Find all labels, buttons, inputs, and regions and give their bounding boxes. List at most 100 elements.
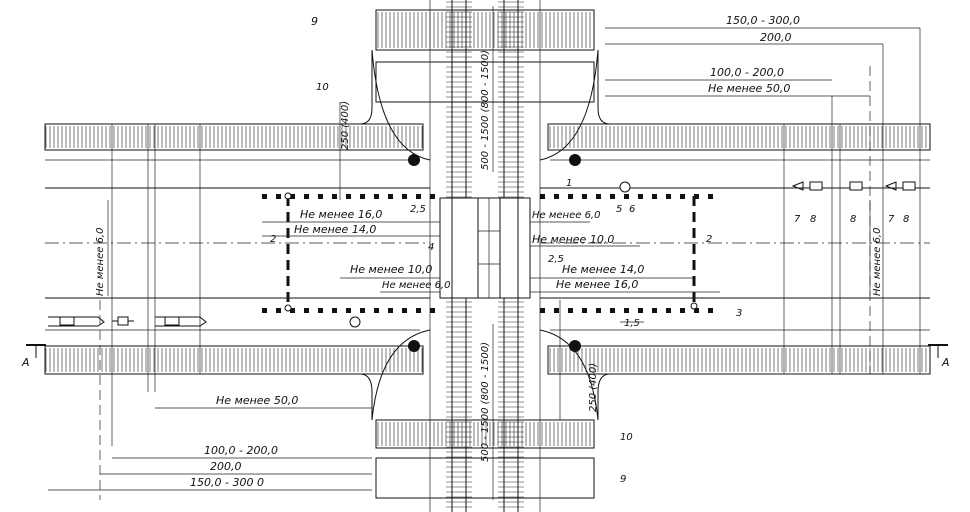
barrier-dot-lines: [262, 194, 713, 313]
barrier-dot: [596, 194, 601, 199]
dim-right-10: Не менее 10,0: [532, 233, 614, 246]
barrier-dot: [666, 308, 671, 313]
section-label-right: A: [941, 356, 950, 369]
dim-upper-track: 500 - 1500 (800 - 1500): [480, 50, 491, 170]
callout-2-right: 2: [706, 234, 712, 245]
dim-top-right-2: 200,0: [760, 31, 792, 44]
road-signs: [48, 181, 916, 327]
dim-left-16: Не менее 16,0: [300, 208, 382, 221]
callout-9-bottom: 9: [620, 474, 626, 485]
barrier-dot: [554, 194, 559, 199]
callout-5: 5: [616, 204, 622, 215]
barrier-dot: [304, 308, 309, 313]
callout-10-top: 10: [316, 82, 329, 93]
barrier-dot: [554, 308, 559, 313]
barrier-dot: [360, 308, 365, 313]
barrier-dot: [374, 194, 379, 199]
barrier-dot: [402, 308, 407, 313]
barrier-dot: [680, 194, 685, 199]
barrier-dot: [290, 308, 295, 313]
callout-3: 3: [736, 308, 742, 319]
dim-bottom-left-1: Не менее 50,0: [216, 394, 298, 407]
callout-6: 6: [629, 204, 635, 215]
figure-number: 9: [311, 15, 318, 28]
barrier-dot: [388, 308, 393, 313]
barrier-dot: [582, 194, 587, 199]
dim-bottom-left-2: 100,0 - 200,0: [204, 444, 278, 457]
barrier-dot: [624, 308, 629, 313]
barrier-dot: [638, 194, 643, 199]
dim-bottom-left-4: 150,0 - 300 0: [190, 476, 264, 489]
barrier-dot: [624, 194, 629, 199]
callout-1: 1: [566, 178, 572, 189]
dimension-lines: [48, 6, 920, 500]
barrier-dot: [652, 308, 657, 313]
callout-2-left: 2: [270, 234, 276, 245]
barrier-dot: [610, 194, 615, 199]
barrier-right: [690, 196, 698, 310]
callout-numbers: 10 2 2 1 5 6 4 3 7 8 8 7 8 10 9: [270, 82, 909, 485]
barrier-dot: [666, 194, 671, 199]
barrier-dot: [638, 308, 643, 313]
barrier-dot: [262, 308, 267, 313]
barrier-dot: [318, 308, 323, 313]
section-label-left: A: [21, 356, 30, 369]
vertical-lines: [99, 28, 921, 500]
dim-lower-track: 500 - 1500 (800 - 1500): [480, 342, 491, 462]
barrier-dot: [388, 194, 393, 199]
dim-bottom-left-3: 200,0: [210, 460, 242, 473]
dim-offset-15: 1,5: [624, 318, 640, 329]
barrier-dot: [568, 194, 573, 199]
rail-embankment-bottom: [375, 419, 595, 499]
barrier-dot: [360, 194, 365, 199]
dim-top-right-4: Не менее 50,0: [708, 82, 790, 95]
dim-top-right-1: 150,0 - 300,0: [726, 14, 800, 27]
dim-offset-25-bottom: 2,5: [548, 254, 564, 265]
crossing-deck: [439, 197, 531, 299]
barrier-dot: [304, 194, 309, 199]
callout-8-a: 8: [810, 214, 816, 225]
barrier-dot: [610, 308, 615, 313]
barrier-dot: [416, 308, 421, 313]
dim-right-16: Не менее 16,0: [556, 278, 638, 291]
barrier-dot: [416, 194, 421, 199]
dim-lower-vertical-250: 250 (400): [588, 363, 599, 412]
section-mark: A A: [21, 344, 950, 369]
embankment-lower-left: [44, 345, 424, 375]
barrier-dot: [346, 194, 351, 199]
barrier-dot: [680, 308, 685, 313]
barrier-dot: [708, 308, 713, 313]
barrier-dot: [708, 194, 713, 199]
rail-embankment-top: [375, 9, 595, 103]
barrier-dot: [582, 308, 587, 313]
signal-lights: [349, 154, 631, 352]
barrier-dot: [318, 194, 323, 199]
barrier-dot: [596, 308, 601, 313]
dim-left-6: Не менее 6,0: [382, 280, 450, 291]
barrier-dot: [402, 194, 407, 199]
barrier-left: [284, 192, 292, 312]
road-lines: [45, 159, 930, 331]
barrier-dot: [540, 194, 545, 199]
barrier-dot: [276, 194, 281, 199]
embankment-upper-left: [44, 123, 424, 151]
dim-left-10: Не менее 10,0: [350, 263, 432, 276]
dim-top-right-3: 100,0 - 200,0: [710, 66, 784, 79]
barrier-dot: [276, 308, 281, 313]
road-width-right: Не менее 6,0: [872, 228, 883, 296]
barrier-dot: [290, 194, 295, 199]
callout-8-c: 8: [903, 214, 909, 225]
dim-right-14: Не менее 14,0: [562, 263, 644, 276]
embankment-lower-right: [547, 345, 931, 375]
barrier-dot: [262, 194, 267, 199]
dim-upper-vertical-250: 250 (400): [340, 101, 351, 150]
callout-4: 4: [428, 242, 434, 253]
callout-8-b: 8: [850, 214, 856, 225]
barrier-dot: [694, 308, 699, 313]
dim-right-6: Не менее 6,0: [532, 210, 600, 221]
barrier-dot: [332, 194, 337, 199]
embankment-upper-right: [547, 123, 931, 151]
barrier-dot: [430, 308, 435, 313]
callout-7-a: 7: [794, 214, 801, 225]
